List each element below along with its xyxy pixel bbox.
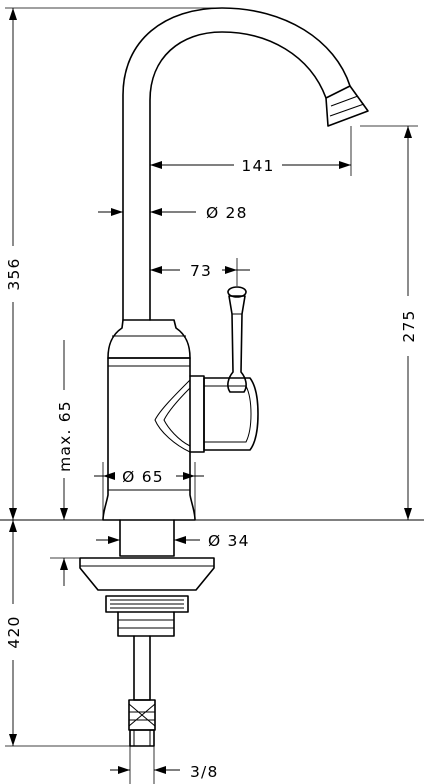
aerator-nozzle	[325, 85, 369, 127]
deck-thickness-label: max. 65	[56, 400, 74, 472]
mounting-nut	[105, 595, 189, 613]
mounting-plate	[79, 557, 215, 591]
faucet-body	[102, 357, 196, 521]
body-diameter-label: Ø 65	[122, 468, 164, 486]
faucet-outline	[0, 7, 424, 747]
total-height-label: 356	[5, 257, 23, 290]
shank-diameter-label: Ø 34	[208, 532, 250, 550]
mounting-shank	[119, 519, 175, 557]
mixer-housing	[189, 375, 205, 453]
connection-label: 3/8	[190, 763, 219, 781]
spout-reach-label: 141	[241, 157, 274, 175]
handle-lever	[227, 295, 247, 393]
spout-height-label: 275	[400, 309, 418, 342]
spout-diameter-label: Ø 28	[206, 204, 248, 222]
supply-hose	[133, 635, 151, 701]
spout-inner-contour	[149, 31, 327, 321]
handle-offset-label: 73	[190, 262, 212, 280]
handle-base	[203, 377, 259, 451]
spout-collar	[107, 319, 191, 359]
shank-length-label: 420	[5, 615, 23, 648]
dimension-labels: 356 275 420 141 Ø 28 73 Ø 65 max. 65 Ø 3…	[0, 157, 420, 781]
dimension-lines	[5, 7, 418, 784]
